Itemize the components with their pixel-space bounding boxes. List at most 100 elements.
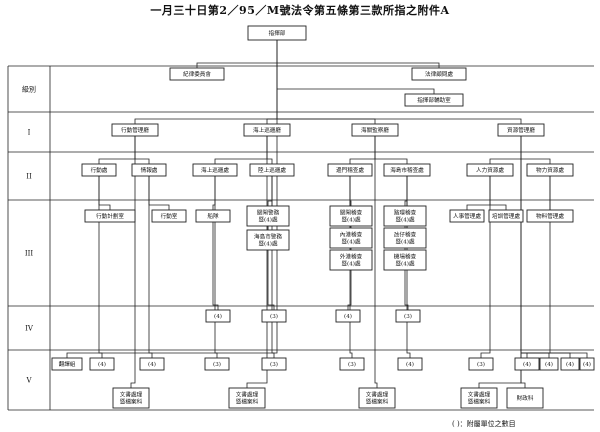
node-box-g1 (205, 309, 231, 323)
node-label-v11-0: (4) (566, 361, 574, 368)
node-v12: (4) (579, 357, 595, 371)
node-box-d3 (351, 123, 399, 137)
node-label-u13-0: 培訓管理處 (492, 212, 520, 220)
node-label-u10-0: 氹仔稽查 (394, 231, 417, 239)
node-label-u9-1: 暨(4)處 (395, 215, 415, 223)
node-g4: (3) (395, 309, 421, 323)
node-label-v12-0: (4) (583, 361, 591, 368)
node-box-s7 (466, 163, 514, 177)
node-v11: (4) (560, 357, 580, 371)
node-label-u11-0: 機場稽查 (394, 253, 417, 261)
node-label-u5-0: 海島市警務 (254, 233, 282, 241)
node-label-u6-0: 關閘稽查 (340, 209, 363, 217)
node-label-v2-0: (4) (98, 361, 106, 368)
node-label-v6-0: (3) (348, 361, 356, 368)
node-d4: 資源管理廳 (497, 123, 545, 137)
node-box-u5 (246, 229, 290, 251)
node-box-v13 (112, 387, 150, 409)
node-box-s3 (192, 163, 238, 177)
node-label-v16-1: 暨檔案科 (468, 397, 491, 405)
node-u14: 物料管理處 (526, 209, 574, 223)
node-label-u7-1: 暨(4)處 (341, 237, 361, 245)
node-label-v7-0: (4) (406, 361, 414, 368)
node-box-v9 (514, 357, 540, 371)
node-s7: 人力資源處 (466, 163, 514, 177)
node-label-v4-0: (3) (213, 361, 221, 368)
node-box-u10 (383, 227, 427, 249)
node-label-council-0: 紀律委員會 (183, 70, 211, 78)
level-label-IV: IV (25, 325, 34, 333)
node-council: 紀律委員會 (169, 67, 225, 81)
node-d3: 海關監察廳 (351, 123, 399, 137)
node-box-legal (411, 67, 467, 81)
node-v17: 財政科 (506, 387, 544, 409)
connector-s2-v3 (148, 176, 153, 358)
node-box-u1 (84, 209, 136, 223)
connector-d4-v12 (520, 136, 588, 358)
connector-s4-v5 (271, 176, 275, 358)
level-grid (7, 65, 594, 411)
connector-s7-u12 (466, 176, 491, 210)
node-box-u6 (329, 205, 373, 227)
node-box-d2 (243, 123, 291, 137)
connector-d3-s5 (349, 136, 376, 164)
connector-root-v1 (66, 40, 278, 358)
node-box-u4 (246, 205, 290, 227)
node-label-v10-0: (4) (545, 361, 553, 368)
node-v8: (3) (468, 357, 494, 371)
node-box-v10 (539, 357, 559, 371)
node-v5: (3) (261, 357, 287, 371)
connector-d4-s7 (489, 136, 522, 164)
node-s1: 行動處 (81, 163, 117, 177)
node-u13: 培訓管理處 (488, 209, 524, 223)
node-label-s4-0: 陸上巡邏處 (258, 166, 286, 174)
connector-s1-v2 (98, 176, 103, 358)
level-label-II: II (26, 173, 32, 181)
node-label-v1-0: 翻譯組 (59, 360, 76, 368)
node-v6: (3) (339, 357, 365, 371)
node-label-s7-0: 人力資源處 (476, 166, 504, 174)
connector-root-d4 (276, 40, 522, 124)
node-label-s1-0: 行動處 (91, 166, 108, 174)
node-box-u2 (151, 209, 187, 223)
node-label-u8-0: 外港稽查 (340, 253, 363, 261)
connector-s1-u1 (98, 176, 111, 210)
node-label-d2-0: 海上巡邏廳 (253, 126, 281, 134)
node-box-v7 (397, 357, 423, 371)
node-box-d1 (111, 123, 159, 137)
node-label-u7-0: 內港稽查 (340, 231, 363, 239)
node-label-v14-1: 暨檔案科 (236, 397, 259, 405)
node-label-g4-0: (3) (404, 313, 412, 320)
node-box-v16 (460, 387, 498, 409)
node-label-d3-0: 海關監察廳 (361, 126, 389, 134)
connector-s4-u4 (267, 176, 273, 206)
node-box-v12 (579, 357, 595, 371)
node-box-root (247, 25, 307, 41)
node-label-aux-0: 指揮部輔助室 (417, 96, 451, 104)
connector-root-council (196, 40, 278, 68)
node-s8: 物力資源處 (526, 163, 574, 177)
node-box-s6 (383, 163, 431, 177)
node-box-g2 (261, 309, 287, 323)
node-label-u3-0: 船隊 (207, 212, 219, 220)
node-s4: 陸上巡邏處 (249, 163, 295, 177)
node-label-v15-1: 暨檔案科 (366, 397, 389, 405)
node-root: 指揮部 (247, 25, 307, 41)
node-box-d4 (497, 123, 545, 137)
node-label-u4-1: 暨(4)處 (258, 215, 278, 223)
node-aux: 指揮部輔助室 (404, 93, 464, 107)
node-u3: 船隊 (195, 209, 231, 223)
node-label-u10-1: 暨(4)處 (395, 237, 415, 245)
connector-root-d3 (276, 40, 376, 124)
node-label-v17-0: 財政科 (517, 394, 534, 402)
connector-d3-s6 (374, 136, 408, 164)
node-box-u13 (488, 209, 524, 223)
node-label-v9-0: (4) (523, 361, 531, 368)
node-label-v14-0: 文書處理 (236, 391, 259, 399)
node-label-legal-0: 法律顧問處 (425, 70, 453, 78)
node-box-v11 (560, 357, 580, 371)
connector-s7-u13 (489, 176, 507, 210)
